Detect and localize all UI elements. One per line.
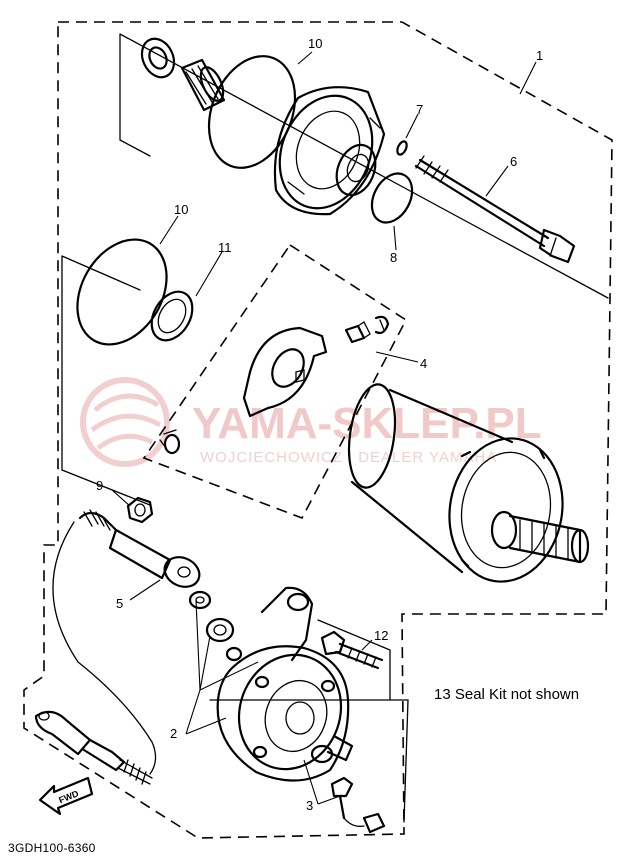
washer	[150, 290, 194, 342]
callout-12: 12	[374, 628, 388, 643]
oil-seal	[140, 37, 176, 79]
brush-upper	[344, 321, 371, 344]
callout-6: 6	[510, 154, 517, 169]
watermark-subtitle: WOJCIECHOWICZ | DEALER YAMAHA	[200, 449, 497, 466]
o-ring-upper	[207, 55, 297, 169]
brush-spring-clip	[374, 315, 390, 335]
brush-plate	[242, 326, 328, 418]
front-cover	[273, 86, 386, 216]
fwd-arrow-icon: FWD	[38, 776, 94, 816]
callout-10-upper: 10	[308, 36, 322, 51]
callout-9: 9	[96, 478, 103, 493]
rear-cover	[216, 586, 354, 782]
through-bolt	[414, 155, 576, 264]
needle-bearing	[180, 58, 226, 112]
mounting-bolt	[320, 630, 384, 670]
front-cover-bracket	[119, 33, 609, 299]
brush-lower	[159, 429, 181, 455]
o-ring-8	[370, 172, 414, 224]
rear-cover-bracket	[209, 619, 409, 823]
callout-3: 3	[306, 798, 313, 813]
lead-wire	[34, 521, 157, 785]
watermark: YAMA-SKLEP.PL WOJCIECHOWICZ | DEALER YAM…	[80, 377, 542, 467]
callout-11: 11	[218, 240, 232, 255]
callout-8: 8	[390, 250, 397, 265]
small-o-ring	[396, 140, 408, 156]
starter-lead	[78, 509, 201, 588]
callout-4: 4	[420, 356, 427, 371]
callout-10-lower: 10	[174, 202, 188, 217]
yoke-housing	[347, 383, 590, 583]
drawing-code: 3GDH100-6360	[8, 841, 96, 855]
callout-labels: 1 2 3 4 5 6 7 8 9 10 10 11 12	[96, 36, 543, 813]
assembly-boundary	[23, 21, 613, 839]
brush-holder	[330, 776, 386, 834]
seal-kit-note: 13 Seal Kit not shown	[434, 686, 579, 703]
leader-lines	[111, 51, 537, 805]
callout-7: 7	[416, 102, 423, 117]
watermark-brand: YAMA-SKLEP.PL	[192, 399, 542, 448]
callout-1: 1	[536, 48, 543, 63]
nut	[126, 496, 154, 524]
watermark-logo-icon	[80, 377, 170, 467]
small-seal-ring	[225, 646, 243, 662]
callout-2: 2	[170, 726, 177, 741]
brush-subassembly-boundary	[142, 243, 408, 519]
insulator-bushing	[205, 617, 235, 643]
o-ring-lower	[76, 238, 168, 346]
insulator-washer	[188, 590, 212, 610]
callout-5: 5	[116, 596, 123, 611]
